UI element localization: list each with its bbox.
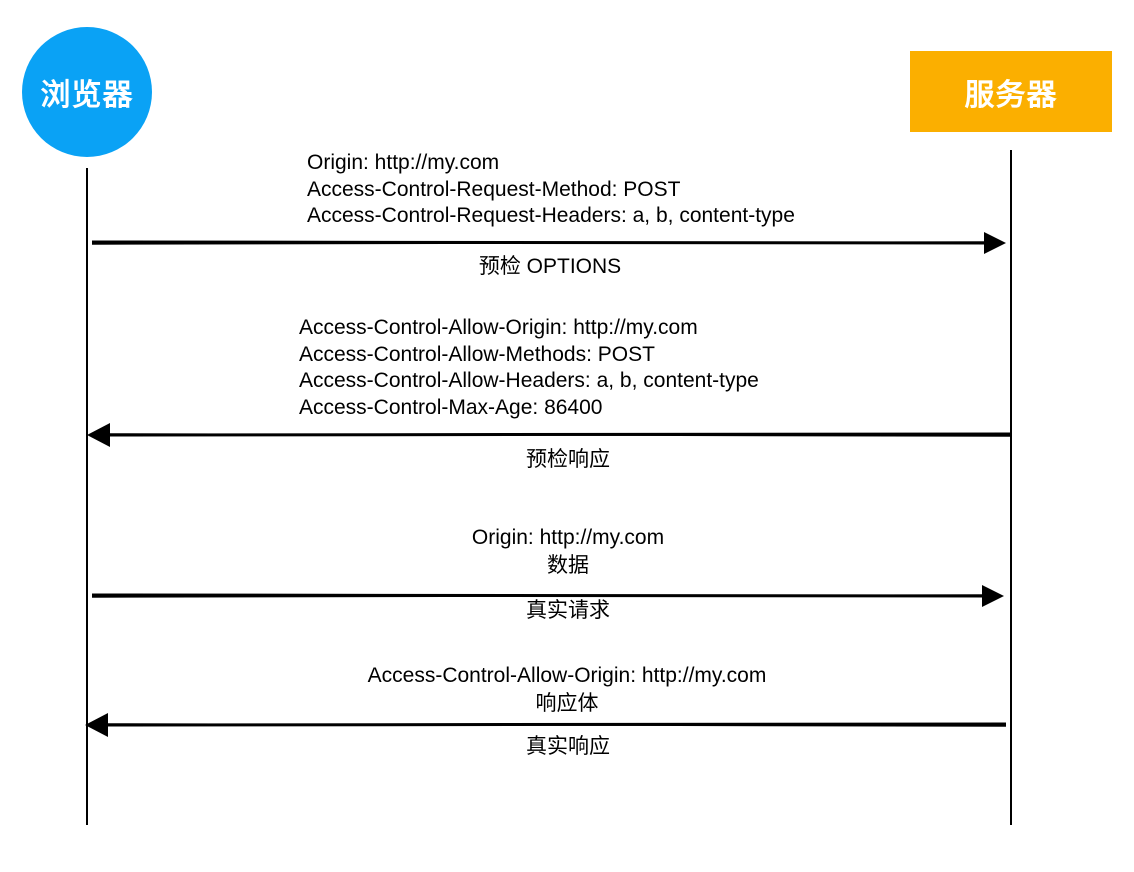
header-line: Access-Control-Request-Method: POST xyxy=(307,177,681,201)
preflight-request-arrow xyxy=(91,232,1006,254)
header-line: Origin: http://my.com xyxy=(307,151,500,174)
header-line: 数据 xyxy=(546,554,589,577)
header-line: 响应体 xyxy=(535,692,599,715)
preflight-request-headers: Origin: http://my.com Access-Control-Req… xyxy=(307,150,795,230)
header-line: Access-Control-Request-Headers: a, b, co… xyxy=(307,204,795,228)
arrow-head-left-icon xyxy=(87,423,110,447)
actual-response-label: 真实响应 xyxy=(526,735,610,758)
header-line: Access-Control-Max-Age: 86400 xyxy=(299,395,603,419)
arrow-head-right-icon xyxy=(982,585,1004,607)
preflight-response-headers: Access-Control-Allow-Origin: http://my.c… xyxy=(299,315,759,421)
server-lifeline xyxy=(1010,150,1012,825)
browser-actor: 浏览器 xyxy=(22,27,152,157)
browser-lifeline xyxy=(86,168,88,825)
header-line: Access-Control-Allow-Origin: http://my.c… xyxy=(367,664,767,687)
server-actor-label: 服务器 xyxy=(964,78,1058,112)
arrow-head-left-icon xyxy=(85,713,108,737)
header-line: Access-Control-Allow-Methods: POST xyxy=(299,342,655,366)
arrow-head-right-icon xyxy=(984,232,1006,254)
actual-response-arrow xyxy=(85,713,1007,737)
browser-actor-label: 浏览器 xyxy=(40,79,134,112)
preflight-response-arrow xyxy=(87,423,1011,447)
actual-request-arrow xyxy=(91,585,1004,607)
preflight-response-label: 预检响应 xyxy=(526,448,610,471)
header-line: Origin: http://my.com xyxy=(471,526,665,549)
actual-response-headers: Access-Control-Allow-Origin: http://my.c… xyxy=(368,662,767,718)
preflight-request-label: 预检 OPTIONS xyxy=(478,255,622,278)
actual-request-headers: Origin: http://my.com 数据 xyxy=(472,524,664,580)
actual-request-label: 真实请求 xyxy=(526,599,610,622)
header-line: Access-Control-Allow-Origin: http://my.c… xyxy=(299,316,698,339)
header-line: Access-Control-Allow-Headers: a, b, cont… xyxy=(299,369,759,393)
server-actor: 服务器 xyxy=(910,51,1112,132)
